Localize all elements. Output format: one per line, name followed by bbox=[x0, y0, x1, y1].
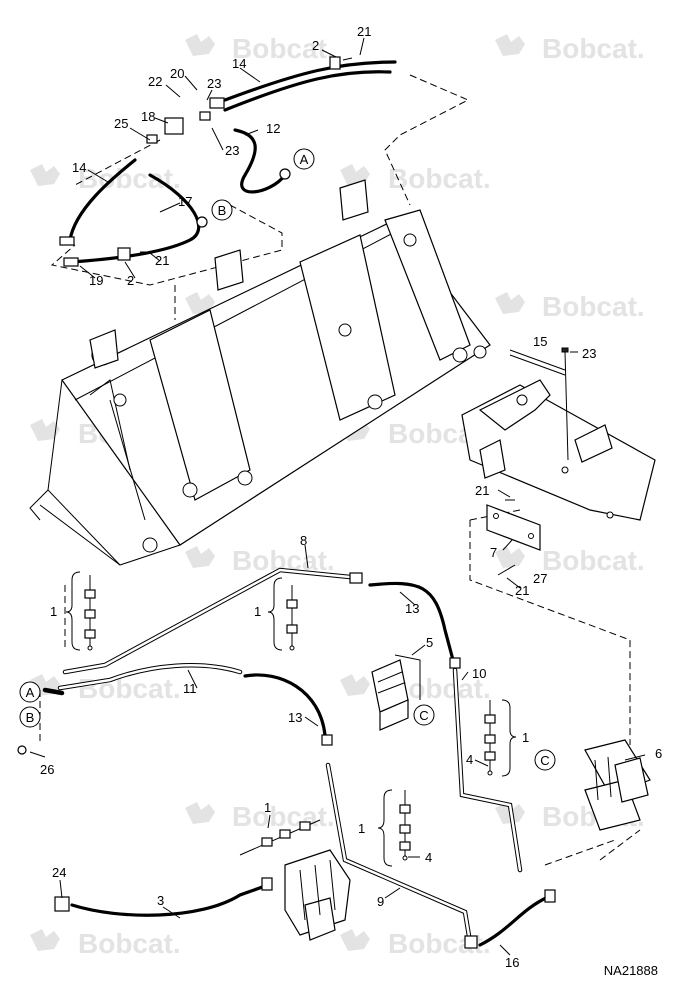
callout-17: 17 bbox=[178, 194, 192, 209]
callout-4: 4 bbox=[466, 752, 473, 767]
callout-22: 22 bbox=[148, 74, 162, 89]
callout-1: 1 bbox=[254, 604, 261, 619]
bobcat-watermark: Bobcat. bbox=[30, 163, 181, 194]
connector-b-upper: B bbox=[211, 199, 233, 221]
callout-14: 14 bbox=[232, 56, 246, 71]
callout-3: 3 bbox=[157, 893, 164, 908]
callout-14: 14 bbox=[72, 160, 86, 175]
clamp-set-left bbox=[84, 575, 96, 651]
connector-b-lower: B bbox=[19, 706, 41, 728]
callout-23: 23 bbox=[207, 76, 221, 91]
callout-labels: 21 2 14 20 22 23 18 25 12 23 14 17 21 19… bbox=[40, 24, 662, 970]
svg-text:Bobcat.: Bobcat. bbox=[78, 928, 181, 959]
figure-id: NA21888 bbox=[604, 963, 658, 978]
callout-11: 11 bbox=[183, 681, 197, 696]
lower-valve-bank bbox=[284, 849, 351, 941]
callout-6: 6 bbox=[655, 746, 662, 761]
braces bbox=[65, 571, 517, 867]
callout-7: 7 bbox=[490, 545, 497, 560]
callout-15: 15 bbox=[533, 334, 547, 349]
svg-text:C: C bbox=[419, 708, 428, 723]
connector-a-lower: A bbox=[19, 681, 41, 703]
callout-16: 16 bbox=[505, 955, 519, 970]
upper-hose-assembly bbox=[59, 56, 397, 267]
svg-text:Bobcat.: Bobcat. bbox=[78, 163, 181, 194]
svg-text:Bobcat.: Bobcat. bbox=[232, 801, 335, 832]
tube-lines bbox=[57, 567, 523, 945]
svg-text:Bobcat.: Bobcat. bbox=[542, 291, 645, 322]
svg-text:A: A bbox=[300, 152, 309, 167]
bobcat-watermark: Bobcat. bbox=[495, 291, 645, 322]
callout-23: 23 bbox=[225, 143, 239, 158]
clamp-set-lower bbox=[399, 790, 411, 861]
svg-text:Bobcat.: Bobcat. bbox=[542, 33, 645, 64]
bobcat-watermark: Bobcat. bbox=[185, 33, 335, 64]
connector-c-valve-6: C bbox=[534, 749, 556, 771]
part-5-valve bbox=[371, 659, 409, 731]
svg-text:A: A bbox=[26, 685, 35, 700]
callout-10: 10 bbox=[472, 666, 486, 681]
callout-13: 13 bbox=[288, 710, 302, 725]
svg-text:B: B bbox=[218, 203, 227, 218]
bobcat-watermark: Bobcat. bbox=[495, 33, 645, 64]
callout-2: 2 bbox=[312, 38, 319, 53]
callout-8: 8 bbox=[300, 533, 307, 548]
svg-text:Bobcat.: Bobcat. bbox=[388, 163, 491, 194]
valve-assemblies bbox=[284, 659, 651, 941]
callout-21: 21 bbox=[155, 253, 169, 268]
callout-18: 18 bbox=[141, 109, 155, 124]
lower-hoses bbox=[17, 572, 556, 949]
callout-25: 25 bbox=[114, 116, 128, 131]
bobcat-watermark: Bobcat. bbox=[495, 545, 645, 576]
bobcat-watermark: Bobcat. bbox=[340, 928, 491, 959]
bobcat-watermark: Bobcat. bbox=[30, 673, 181, 704]
callout-5: 5 bbox=[426, 635, 433, 650]
callout-20: 20 bbox=[170, 66, 184, 81]
callout-26: 26 bbox=[40, 762, 54, 777]
svg-text:Bobcat.: Bobcat. bbox=[542, 545, 645, 576]
callout-24: 24 bbox=[52, 865, 66, 880]
connector-c-valve-5: C bbox=[413, 704, 435, 726]
callout-21: 21 bbox=[357, 24, 371, 39]
callout-4: 4 bbox=[425, 850, 432, 865]
connector-a-upper: A bbox=[293, 148, 315, 170]
part-7-plate bbox=[486, 499, 541, 576]
part-15-strip bbox=[509, 347, 569, 461]
bobcat-watermark: Bobcat. bbox=[30, 928, 181, 959]
svg-text:C: C bbox=[540, 753, 549, 768]
callout-9: 9 bbox=[377, 894, 384, 909]
loader-bucket bbox=[29, 179, 491, 566]
connector-markers: A B A B C C bbox=[19, 148, 556, 771]
bobcat-watermark: Bobcat. bbox=[340, 673, 491, 704]
callout-1: 1 bbox=[264, 800, 271, 815]
callout-12: 12 bbox=[266, 121, 280, 136]
clamp-sets bbox=[84, 575, 496, 861]
callout-1: 1 bbox=[358, 821, 365, 836]
leader-lines bbox=[29, 37, 646, 956]
bobcat-watermark: Bobcat. bbox=[185, 801, 335, 832]
callout-21: 21 bbox=[515, 583, 529, 598]
svg-text:Bobcat.: Bobcat. bbox=[232, 33, 335, 64]
svg-text:Bobcat.: Bobcat. bbox=[78, 673, 181, 704]
callout-21: 21 bbox=[475, 483, 489, 498]
part-6-valve-bank bbox=[584, 739, 651, 831]
mounting-frame bbox=[461, 379, 656, 521]
clamp-set-middle bbox=[286, 585, 298, 651]
callout-19: 19 bbox=[89, 273, 103, 288]
callout-23: 23 bbox=[582, 346, 596, 361]
clamp-set-right bbox=[484, 700, 496, 776]
callout-2: 2 bbox=[127, 273, 134, 288]
callout-1: 1 bbox=[522, 730, 529, 745]
svg-text:B: B bbox=[26, 710, 35, 725]
clamp-set-top bbox=[239, 819, 321, 856]
callout-1: 1 bbox=[50, 604, 57, 619]
callout-13: 13 bbox=[405, 601, 419, 616]
callout-27: 27 bbox=[533, 571, 547, 586]
